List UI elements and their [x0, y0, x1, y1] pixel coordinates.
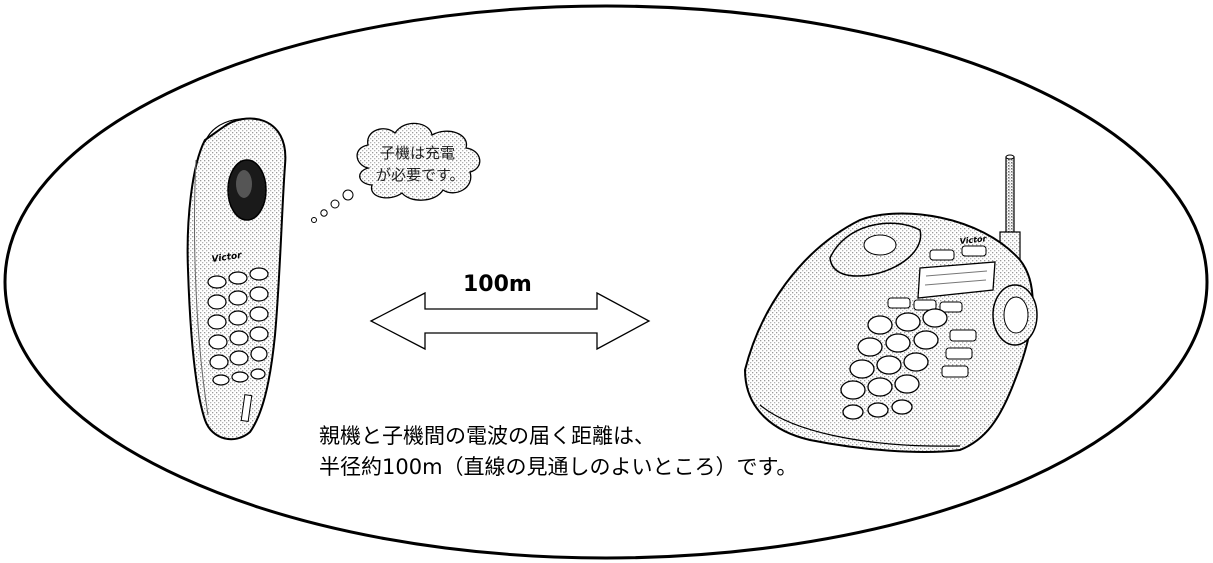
handset-keypad	[207, 267, 269, 386]
base-brand-label: Victor	[959, 234, 988, 246]
cordless-handset-icon: Victor	[186, 117, 287, 441]
distance-label: 100m	[463, 272, 532, 297]
double-arrow-icon	[369, 291, 651, 351]
caption-line-2: 半径約100m（直線の見通しのよいところ）です。	[319, 455, 797, 479]
boundary-ellipse	[3, 4, 1209, 560]
thought-bubble-icon: 子機は充電 が必要です。	[311, 122, 481, 223]
bubble-line-1: 子機は充電	[380, 144, 455, 162]
base-station-phone-icon: Victor	[743, 154, 1038, 453]
base-keypad	[840, 308, 948, 420]
handset-brand-label: Victor	[211, 251, 243, 265]
bubble-line-2: が必要です。	[376, 166, 465, 184]
caption-line-1: 親機と子機間の電波の届く距離は、	[319, 424, 655, 448]
